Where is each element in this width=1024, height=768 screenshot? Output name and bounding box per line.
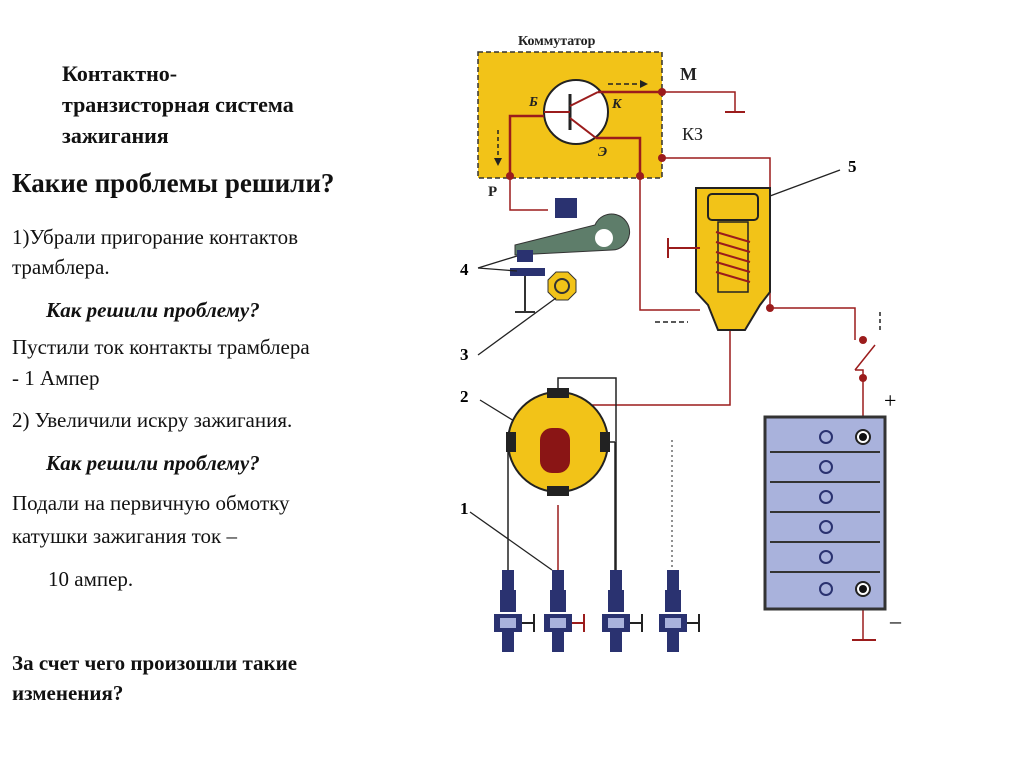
answer2-line1: Подали на первичную обмотку bbox=[12, 491, 290, 515]
callout-1: 1 bbox=[460, 499, 469, 518]
closing-question: За счет чего произошли такие изменения? bbox=[12, 648, 432, 708]
answer2-line3: 10 ампер. bbox=[48, 567, 134, 591]
closing-line-1: За счет чего произошли такие bbox=[12, 651, 298, 675]
callout-5: 5 bbox=[848, 157, 857, 176]
item2: 2) Увеличили искру зажигания. bbox=[12, 408, 293, 432]
question1: Как решили проблему? bbox=[46, 298, 260, 322]
cam-icon bbox=[547, 271, 577, 301]
callout-2: 2 bbox=[460, 387, 469, 406]
label-kz: КЗ bbox=[682, 124, 703, 144]
item1-line1: 1)Убрали пригорание контактов bbox=[12, 225, 299, 249]
spark-plug-4 bbox=[659, 570, 700, 652]
battery-minus: – bbox=[889, 608, 902, 633]
label-emitter: Э bbox=[598, 145, 607, 160]
title-line-3: зажигания bbox=[62, 123, 169, 148]
answer1-line2: - 1 Ампер bbox=[12, 366, 100, 390]
answer1-line1: Пустили ток контакты трамблера bbox=[12, 335, 310, 359]
battery bbox=[763, 415, 887, 611]
label-base: Б bbox=[528, 95, 538, 110]
answer2-line2: катушки зажигания ток – bbox=[12, 524, 237, 548]
heading-problems: Какие проблемы решили? bbox=[12, 168, 335, 198]
rotor-icon bbox=[540, 428, 570, 473]
closing-line-2: изменения? bbox=[12, 681, 124, 705]
spark-plug-1 bbox=[494, 570, 535, 652]
ignition-coil bbox=[667, 187, 771, 331]
label-m: М bbox=[680, 64, 697, 84]
title-line-1: Контактно- bbox=[62, 61, 178, 86]
slide-title: Контактно- транзисторная система зажиган… bbox=[62, 58, 402, 151]
label-collector: К bbox=[611, 97, 623, 112]
battery-plus: + bbox=[884, 388, 896, 413]
callout-4: 4 bbox=[460, 260, 469, 279]
commutator-label: Коммутатор bbox=[518, 34, 596, 49]
breaker-contacts bbox=[510, 198, 631, 313]
spark-plug-2 bbox=[544, 570, 585, 652]
commutator: Коммутатор Б К Э bbox=[477, 34, 663, 179]
spark-plug-3 bbox=[602, 570, 643, 652]
spark-plugs bbox=[494, 570, 700, 652]
question2: Как решили проблему? bbox=[46, 451, 260, 475]
callout-3: 3 bbox=[460, 345, 469, 364]
title-line-2: транзисторная система bbox=[62, 92, 294, 117]
distributor bbox=[506, 377, 673, 575]
item1-line2: трамблера. bbox=[12, 255, 110, 279]
label-r: Р bbox=[488, 184, 497, 200]
